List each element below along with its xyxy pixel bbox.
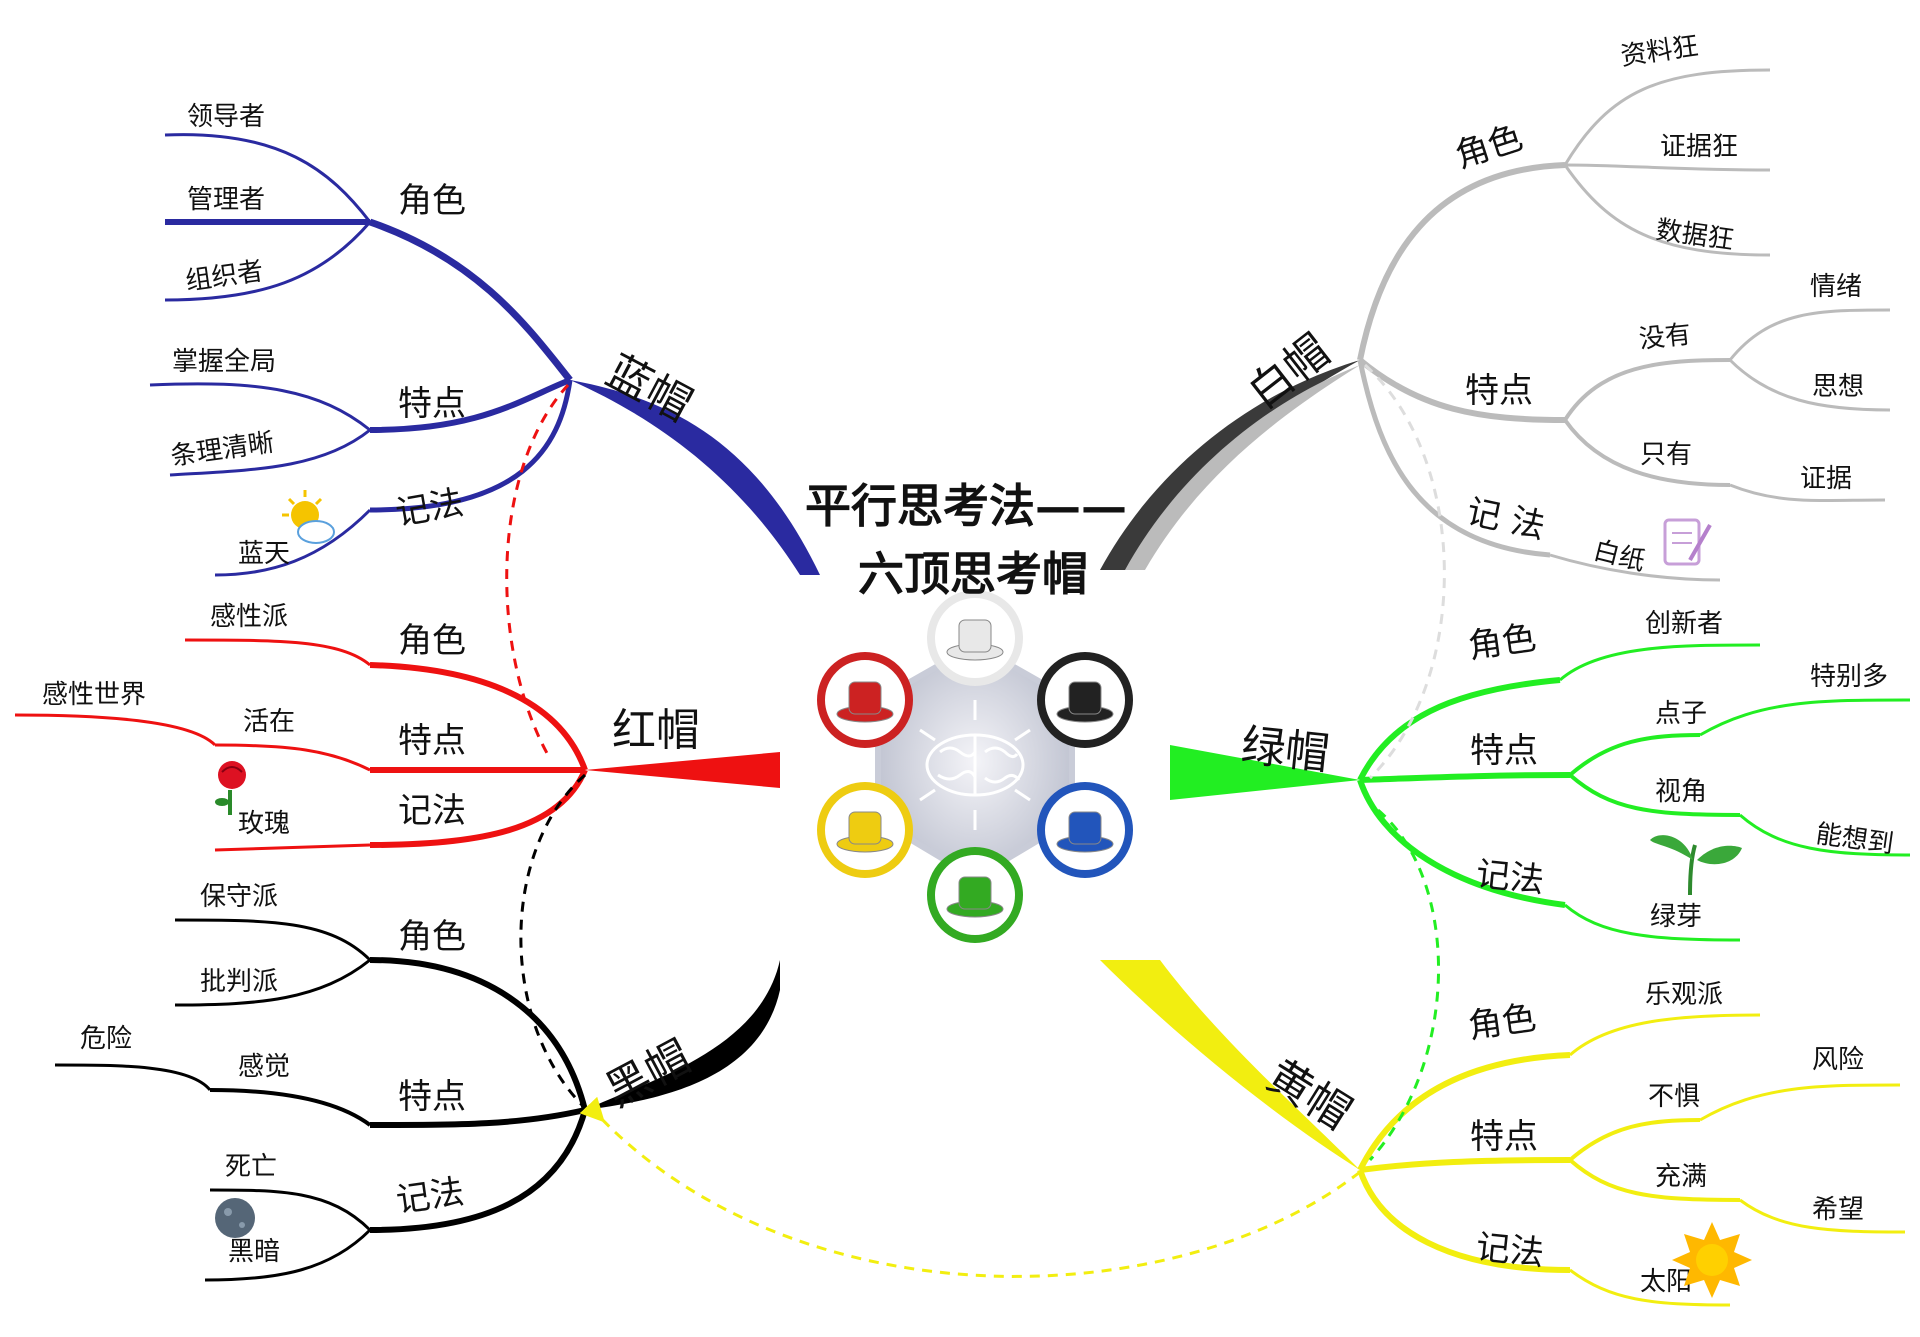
blue-feature-item-2: 条理清晰 [169, 428, 276, 472]
sun-cloud-icon [282, 490, 335, 544]
green-label: 绿帽 [1239, 720, 1332, 780]
white-role-item-3: 数据狂 [1654, 215, 1735, 256]
black-feature-label: 特点 [398, 1077, 466, 1117]
green-feature-a-item-1: 特别多 [1810, 662, 1888, 692]
center-rays [919, 700, 1031, 830]
blue-hat-icon [1037, 782, 1133, 878]
blue-memo-item-1: 蓝天 [238, 539, 290, 569]
white-hat-icon [927, 590, 1023, 686]
red-trunk [585, 752, 780, 788]
sprout-icon [1650, 835, 1742, 896]
rose-icon [215, 761, 246, 815]
yellow-feature-b-item-1: 希望 [1812, 1195, 1864, 1225]
red-feature-extra: 感性世界 [42, 680, 146, 710]
black-memo-item-1: 死亡 [225, 1152, 277, 1182]
moon-icon [215, 1198, 255, 1238]
white-trunk-dark [1100, 360, 1360, 570]
white-feature-none-item-2: 思想 [1812, 372, 1864, 402]
yellow-black-connector [579, 1096, 1361, 1278]
green-feature-b-label: 视角 [1655, 777, 1707, 807]
blue-red-connector [505, 383, 570, 756]
hat-circles [817, 590, 1133, 943]
black-role-item-1: 保守派 [200, 882, 278, 912]
green-hat-icon [927, 847, 1023, 943]
red-feature-item-1: 活在 [243, 707, 295, 737]
green-trunk [1170, 745, 1360, 800]
black-role-item-2: 批判派 [200, 967, 278, 997]
black-trunk [585, 960, 780, 1110]
green-memo-item-1: 绿芽 [1650, 902, 1702, 932]
blue-feature-label: 特点 [398, 384, 466, 424]
yellow-hat-icon [817, 782, 913, 878]
blue-memo-label: 记法 [393, 483, 467, 534]
black-feature-extra: 危险 [80, 1024, 132, 1054]
green-role-label: 角色 [1466, 618, 1539, 667]
red-hat-icon [817, 652, 913, 748]
white-feature-none-item-1: 情绪 [1810, 272, 1862, 302]
blue-role-item-1: 领导者 [187, 102, 265, 132]
red-branch [14, 638, 780, 852]
yellow-feature-a-item-1: 风险 [1812, 1045, 1864, 1075]
white-trunk-light [1125, 365, 1360, 570]
white-feature-none-label: 没有 [1638, 320, 1693, 355]
yellow-memo-label: 记法 [1474, 1227, 1546, 1274]
white-feature-label: 特点 [1465, 371, 1533, 411]
title-line-1: 平行思考法—— [805, 479, 1127, 533]
green-yellow-connector [1368, 808, 1440, 1162]
black-memo-label: 记法 [394, 1172, 467, 1221]
yellow-feature-label: 特点 [1470, 1117, 1538, 1157]
red-memo-item-1: 玫瑰 [238, 809, 290, 839]
brain-icon [925, 733, 1025, 797]
dashed-connectors [505, 363, 1446, 1278]
red-memo-label: 记法 [398, 791, 466, 831]
green-memo-label: 记法 [1474, 854, 1546, 901]
white-feature-only-item-1: 证据 [1800, 464, 1852, 494]
white-role-label: 角色 [1450, 118, 1527, 177]
white-feature-only-label: 只有 [1640, 440, 1692, 470]
green-feature-a-label: 点子 [1655, 699, 1707, 729]
red-feature-label: 特点 [398, 721, 466, 761]
notepad-icon [1663, 518, 1712, 566]
white-role-item-1: 资料狂 [1619, 31, 1700, 72]
red-role-label: 角色 [398, 621, 466, 661]
blue-trunk [570, 380, 820, 575]
black-hat-icon [1037, 652, 1133, 748]
red-black-connector [519, 773, 586, 1107]
white-branch [1100, 68, 1891, 582]
black-feature-item-1: 感觉 [238, 1052, 290, 1082]
white-green-connector [1363, 363, 1446, 780]
blue-branch [149, 133, 820, 577]
blue-feature-item-1: 掌握全局 [172, 347, 276, 377]
white-role-item-2: 证据狂 [1660, 132, 1738, 162]
yellow-memo-item-1: 太阳 [1640, 1267, 1692, 1297]
sun-icon [1672, 1222, 1752, 1298]
black-role-label: 角色 [398, 917, 466, 957]
yellow-branch [1100, 960, 1906, 1307]
yellow-feature-b-label: 充满 [1655, 1162, 1707, 1192]
red-label: 红帽 [612, 705, 700, 756]
blue-role-item-2: 管理者 [187, 185, 265, 215]
red-role-item-1: 感性派 [210, 602, 288, 632]
green-branch [1170, 643, 1911, 942]
blue-role-label: 角色 [398, 181, 466, 221]
green-role-item-1: 创新者 [1645, 609, 1723, 639]
yellow-trunk [1100, 960, 1360, 1170]
black-branch [54, 918, 780, 1282]
center-node [817, 590, 1133, 943]
white-memo-item-1: 白纸 [1590, 536, 1648, 578]
yellow-feature-a-label: 不惧 [1648, 1082, 1700, 1112]
green-feature-b-item-1: 能想到 [1814, 819, 1895, 860]
green-feature-label: 特点 [1470, 731, 1538, 771]
black-memo-item-2: 黑暗 [228, 1237, 280, 1267]
yellow-role-label: 角色 [1466, 998, 1539, 1047]
yellow-role-item-1: 乐观派 [1645, 980, 1723, 1010]
title-line-2: 六顶思考帽 [858, 547, 1088, 601]
